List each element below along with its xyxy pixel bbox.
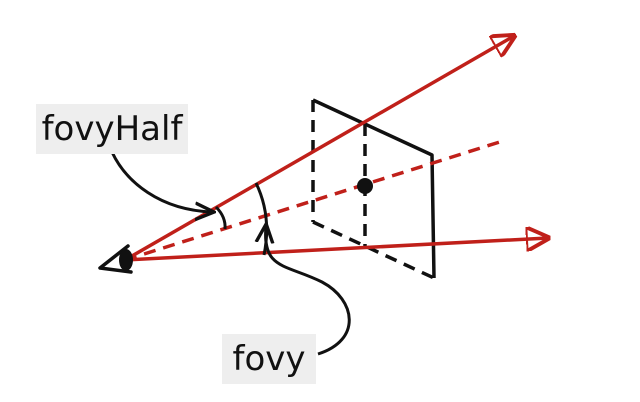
lower-frustum-ray (124, 238, 548, 262)
center-ray (124, 138, 507, 262)
fovy-leader-arrow (266, 226, 351, 356)
fovy-half-label: fovyHalf (36, 104, 188, 154)
plane-bottom-edge (312, 220, 435, 280)
fovy-label: fovy (222, 334, 316, 384)
plane-top-right-edges (312, 98, 436, 279)
fovy-half-angle-arc (214, 205, 227, 230)
upper-frustum-ray (124, 36, 514, 262)
plane-center-point (357, 178, 373, 194)
fovy-angle-arc (254, 182, 269, 256)
eye-icon (98, 244, 133, 274)
projection-plane-visible-edges (312, 98, 436, 279)
fovy-half-leader-arrow (110, 151, 212, 212)
